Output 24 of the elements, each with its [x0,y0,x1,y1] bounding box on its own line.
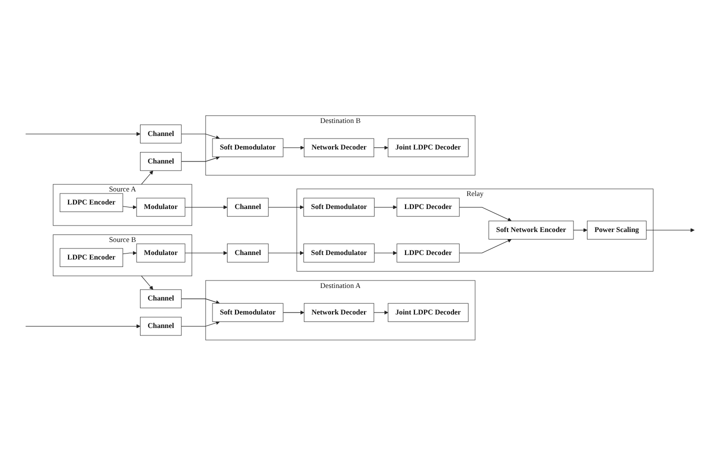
arrow [25,324,140,328]
arrow [646,228,695,232]
arrow [184,251,228,256]
arrow [181,156,220,162]
arrow [141,276,154,290]
arrow [141,170,154,185]
arrow [122,251,137,256]
arrow [282,310,304,315]
arrow [268,251,304,256]
arrow [374,251,398,256]
arrow [573,228,588,232]
arrow [459,239,512,254]
arrow [181,298,220,304]
arrow [374,146,388,150]
arrow [374,205,398,210]
arrow [181,134,220,140]
arrow [282,146,304,150]
arrow [374,310,388,315]
arrow [122,205,137,210]
arrow [459,207,512,222]
arrow [181,321,220,327]
arrow [25,132,140,136]
arrow [268,205,304,210]
arrow [184,205,228,210]
